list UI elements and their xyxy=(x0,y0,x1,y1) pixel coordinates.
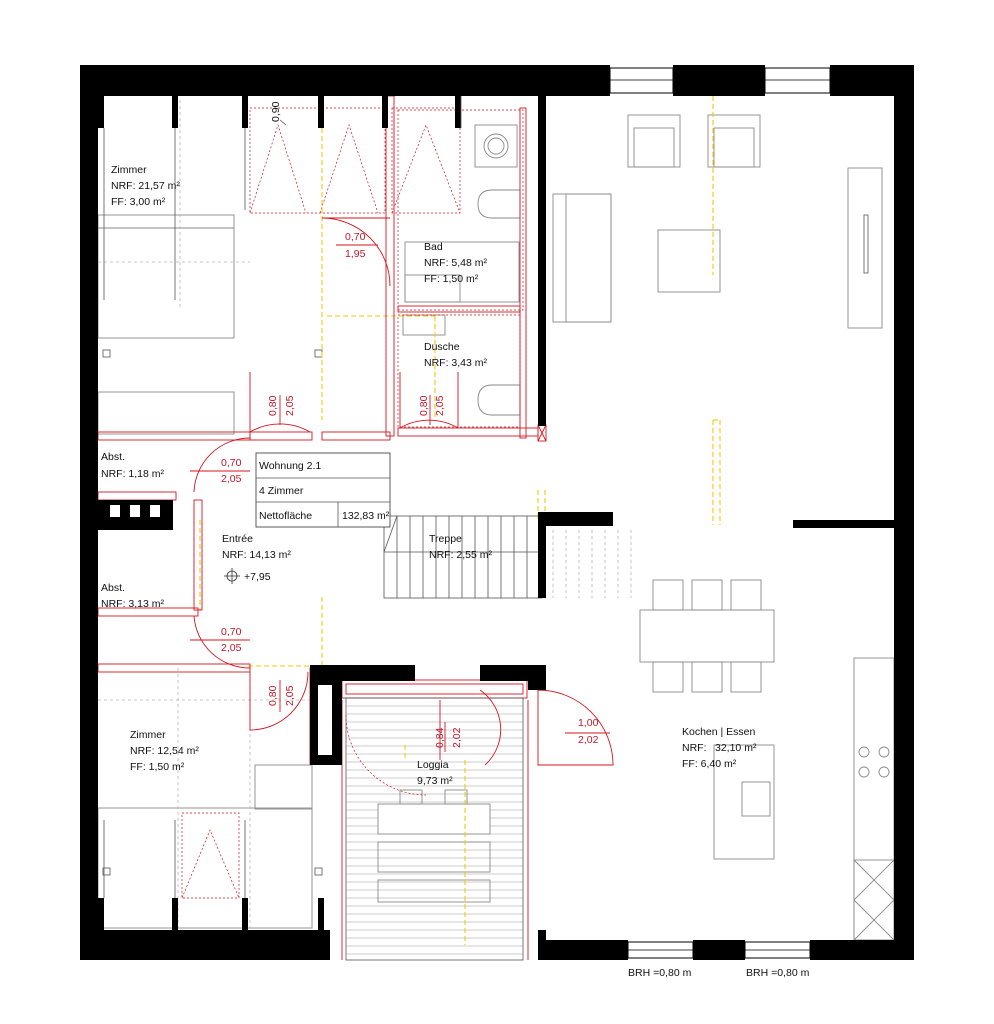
sill-height-right: BRH =0,80 m xyxy=(746,967,810,979)
room-ff-kochen: FF: 6,40 m² xyxy=(682,758,737,770)
window-height-dim: 0,90 xyxy=(270,101,282,122)
bed xyxy=(97,214,235,339)
door-height-dim: 2,05 xyxy=(434,395,446,416)
room-nrf-treppe: NRF: 2,55 m² xyxy=(429,549,493,561)
door-height-dim: 1,95 xyxy=(345,248,366,260)
room-nrf-zimmer-2: NRF: 12,54 m² xyxy=(130,745,199,757)
unit-name: Wohnung 2.1 xyxy=(259,460,321,472)
door-width-dim: 0,80 xyxy=(418,395,430,416)
room-name-abst-2: Abst. xyxy=(101,582,125,594)
room-nrf-dusche: NRF: 3,43 m² xyxy=(424,357,488,369)
room-labels: Zimmer NRF: 21,57 m² FF: 3,00 m² Bad NRF… xyxy=(101,164,757,787)
room-name-kochen: Kochen | Essen xyxy=(682,726,756,738)
door-height-dim: 2,02 xyxy=(578,734,599,746)
level-marker-icon xyxy=(224,568,240,584)
room-nrf-bad: NRF: 5,48 m² xyxy=(424,257,488,269)
door-height-dim: 2,05 xyxy=(221,473,242,485)
room-nrf-label-kochen: NRF: xyxy=(682,742,707,754)
kitchen-island xyxy=(713,744,775,860)
room-nrf-abst-2: NRF: 3,13 m² xyxy=(101,598,165,610)
room-ff-zimmer-2: FF: 1,50 m² xyxy=(130,761,185,773)
sill-height-left: BRH =0,80 m xyxy=(628,967,692,979)
level-value: +7,95 xyxy=(244,571,271,583)
room-nrf-value-kochen: 32,10 m² xyxy=(715,742,757,754)
door-width-dim: 0,70 xyxy=(221,457,242,469)
room-ff-zimmer-1: FF: 3,00 m² xyxy=(111,196,166,208)
loggia-table xyxy=(377,803,491,835)
sideboard xyxy=(847,167,883,329)
coffee-table xyxy=(657,229,721,293)
unit-info-table: Wohnung 2.1 4 Zimmer Nettofläche 132,83 … xyxy=(255,452,391,528)
washbasin xyxy=(474,124,518,168)
furniture-layer xyxy=(97,100,895,961)
dimension-labels: 0,90 0,70 1,95 0,80 2,05 0,80 2,05 0,70 … xyxy=(221,101,599,748)
kitchen-counter xyxy=(853,657,895,941)
door-width-dim: 1,00 xyxy=(578,717,599,729)
window xyxy=(764,67,831,94)
door-width-dim: 0,70 xyxy=(345,231,366,243)
door-width-dim: 0,80 xyxy=(267,685,279,706)
room-nrf-entree: NRF: 14,13 m² xyxy=(222,549,291,561)
bathtub xyxy=(404,241,520,303)
room-area-loggia: 9,73 m² xyxy=(417,775,453,787)
room-name-bad: Bad xyxy=(424,241,443,253)
stair xyxy=(383,515,632,599)
armchair-left xyxy=(627,114,681,168)
door-width-dim: 0,70 xyxy=(221,626,242,638)
walls xyxy=(80,65,914,960)
room-ff-bad: FF: 1,50 m² xyxy=(424,273,479,285)
door-height-dim: 2,05 xyxy=(284,685,296,706)
door-height-dim: 2,05 xyxy=(284,395,296,416)
sofa xyxy=(552,193,612,323)
room-name-zimmer-2: Zimmer xyxy=(130,729,166,741)
armchair-right xyxy=(707,114,761,168)
room-name-treppe: Treppe xyxy=(429,533,462,545)
unit-rooms: 4 Zimmer xyxy=(259,485,304,497)
room-name-dusche: Dusche xyxy=(424,341,460,353)
toilet xyxy=(477,189,521,219)
window xyxy=(609,67,674,94)
door-width-dim: 0,80 xyxy=(267,395,279,416)
bed-2 xyxy=(97,807,313,929)
room-name-loggia: Loggia xyxy=(417,759,449,771)
room-name-zimmer-1: Zimmer xyxy=(111,164,147,176)
dining-table xyxy=(639,609,775,663)
net-area-value: 132,83 m² xyxy=(342,510,390,522)
axis-lines xyxy=(199,96,721,945)
room-name-entree: Entrée xyxy=(222,533,253,545)
room-nrf-zimmer-1: NRF: 21,57 m² xyxy=(111,180,180,192)
desk xyxy=(97,391,235,435)
door-height-dim: 2,05 xyxy=(221,642,242,654)
door-width-dim: 0,84 xyxy=(434,727,446,748)
room-name-abst-1: Abst. xyxy=(101,451,125,463)
toilet-2 xyxy=(477,384,521,416)
loggia-deck xyxy=(341,679,528,961)
door-height-dim: 2,02 xyxy=(451,727,463,748)
room-nrf-abst-1: NRF: 1,18 m² xyxy=(101,468,165,480)
net-area-label: Nettofläche xyxy=(259,510,312,522)
